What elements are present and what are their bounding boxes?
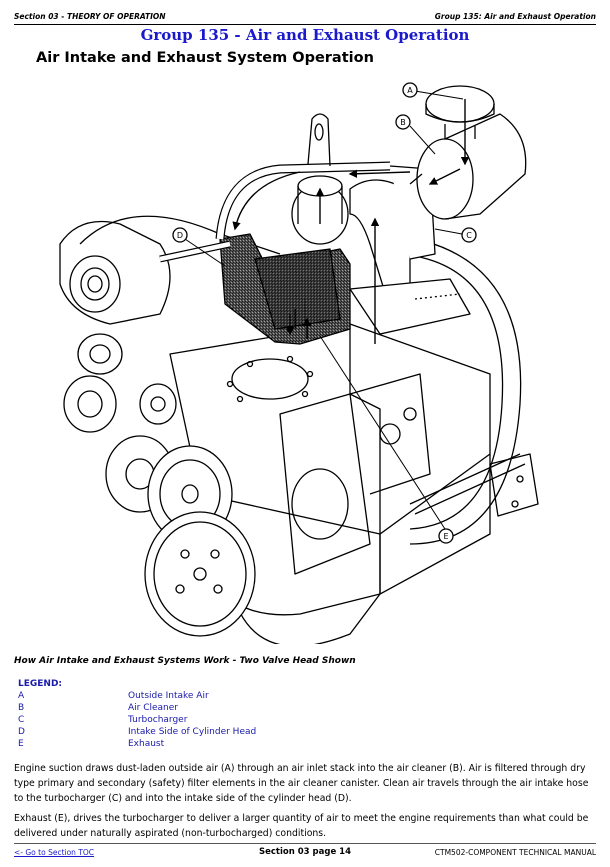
body-paragraph-exhaust: Exhaust (E), drives the turbocharger to …	[14, 813, 589, 839]
callout-c: C	[461, 227, 477, 243]
page-header: Section 03 - THEORY OF OPERATION Group 1…	[14, 10, 596, 25]
page-footer: <- Go to Section TOC Section 03 page 14 …	[14, 843, 596, 862]
legend-item: A Outside Intake Air	[18, 690, 418, 702]
callout-e: E	[438, 528, 454, 544]
legend-key: B	[18, 703, 25, 713]
header-group: Group 135: Air and Exhaust Operation	[434, 12, 596, 21]
engine-diagram: A B C D E	[50, 74, 570, 647]
callout-d: D	[172, 227, 188, 243]
legend-label: Intake Side of Cylinder Head	[128, 727, 257, 737]
svg-text:D: D	[177, 231, 183, 240]
svg-text:A: A	[407, 86, 413, 95]
legend: LEGEND: A Outside Intake Air B Air Clean…	[18, 679, 418, 750]
pulleys	[63, 215, 281, 637]
legend-key: D	[18, 727, 25, 737]
section-title: Air Intake and Exhaust System Operation	[36, 50, 374, 66]
section-toc-link[interactable]: <- Go to Section TOC	[14, 848, 95, 857]
manual-title: CTM502-COMPONENT TECHNICAL MANUAL	[434, 848, 596, 857]
callout-b: B	[395, 114, 411, 130]
svg-text:C: C	[466, 231, 472, 240]
legend-heading: LEGEND:	[18, 679, 63, 689]
svg-text:B: B	[400, 118, 406, 127]
air-cleaner	[409, 85, 527, 220]
alternator	[59, 220, 171, 325]
legend-item: C Turbocharger	[18, 714, 418, 726]
legend-item: B Air Cleaner	[18, 702, 418, 714]
svg-text:E: E	[443, 532, 448, 541]
turbocharger	[159, 113, 471, 335]
group-title: Group 135 - Air and Exhaust Operation	[140, 26, 470, 44]
legend-label: Outside Intake Air	[128, 691, 209, 701]
figure-caption: How Air Intake and Exhaust Systems Work …	[14, 656, 356, 666]
flow-arrows	[232, 99, 470, 344]
legend-label: Air Cleaner	[128, 703, 178, 713]
callout-a: A	[402, 82, 418, 98]
header-section: Section 03 - THEORY OF OPERATION	[14, 12, 166, 21]
flywheel-housing	[379, 233, 539, 545]
legend-label: Exhaust	[128, 739, 165, 749]
legend-label: Turbocharger	[128, 715, 188, 725]
legend-key: C	[18, 715, 25, 725]
intake-manifold	[219, 233, 351, 345]
legend-item: D Intake Side of Cylinder Head	[18, 726, 418, 738]
callout-leaders	[184, 90, 464, 530]
legend-item: E Exhaust	[18, 738, 418, 750]
legend-key: A	[18, 691, 25, 701]
legend-key: E	[18, 739, 24, 749]
page-number: Section 03 page 14	[259, 847, 351, 857]
body-paragraph-intake: Engine suction draws dust-laden outside …	[14, 763, 589, 804]
